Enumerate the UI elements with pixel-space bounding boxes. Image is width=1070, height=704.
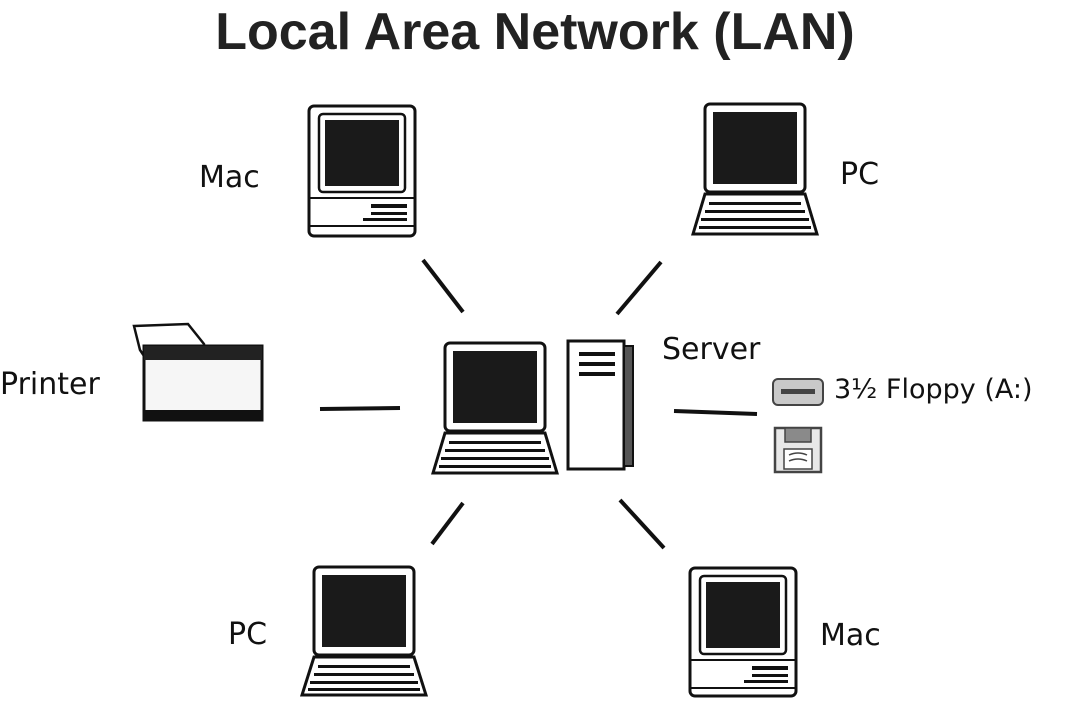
label-server: Server xyxy=(662,332,761,367)
laptop-pc-icon xyxy=(431,341,559,475)
mac-computer-icon xyxy=(307,104,417,238)
link-mac-bottom xyxy=(618,498,666,550)
label-printer: Printer xyxy=(0,367,100,402)
floppy-disk-icon xyxy=(773,426,823,474)
link-printer xyxy=(319,406,401,411)
server-tower-icon xyxy=(566,339,634,471)
label-mac-bottom: Mac xyxy=(820,618,881,653)
laptop-pc-icon xyxy=(300,565,428,697)
floppy-drive-icon xyxy=(772,378,824,406)
mac-computer-icon xyxy=(688,566,798,698)
printer-icon xyxy=(132,322,264,422)
label-floppy: 3½ Floppy (A:) xyxy=(834,374,1033,405)
link-pc-bottom xyxy=(430,501,465,546)
link-pc-top xyxy=(615,260,663,316)
link-floppy xyxy=(673,409,758,416)
label-pc-top: PC xyxy=(840,157,880,192)
link-mac-top xyxy=(421,258,465,314)
page-title: Local Area Network (LAN) xyxy=(215,3,855,61)
label-pc-bottom: PC xyxy=(228,617,268,652)
label-mac-top: Mac xyxy=(199,160,260,195)
laptop-pc-icon xyxy=(691,102,819,236)
